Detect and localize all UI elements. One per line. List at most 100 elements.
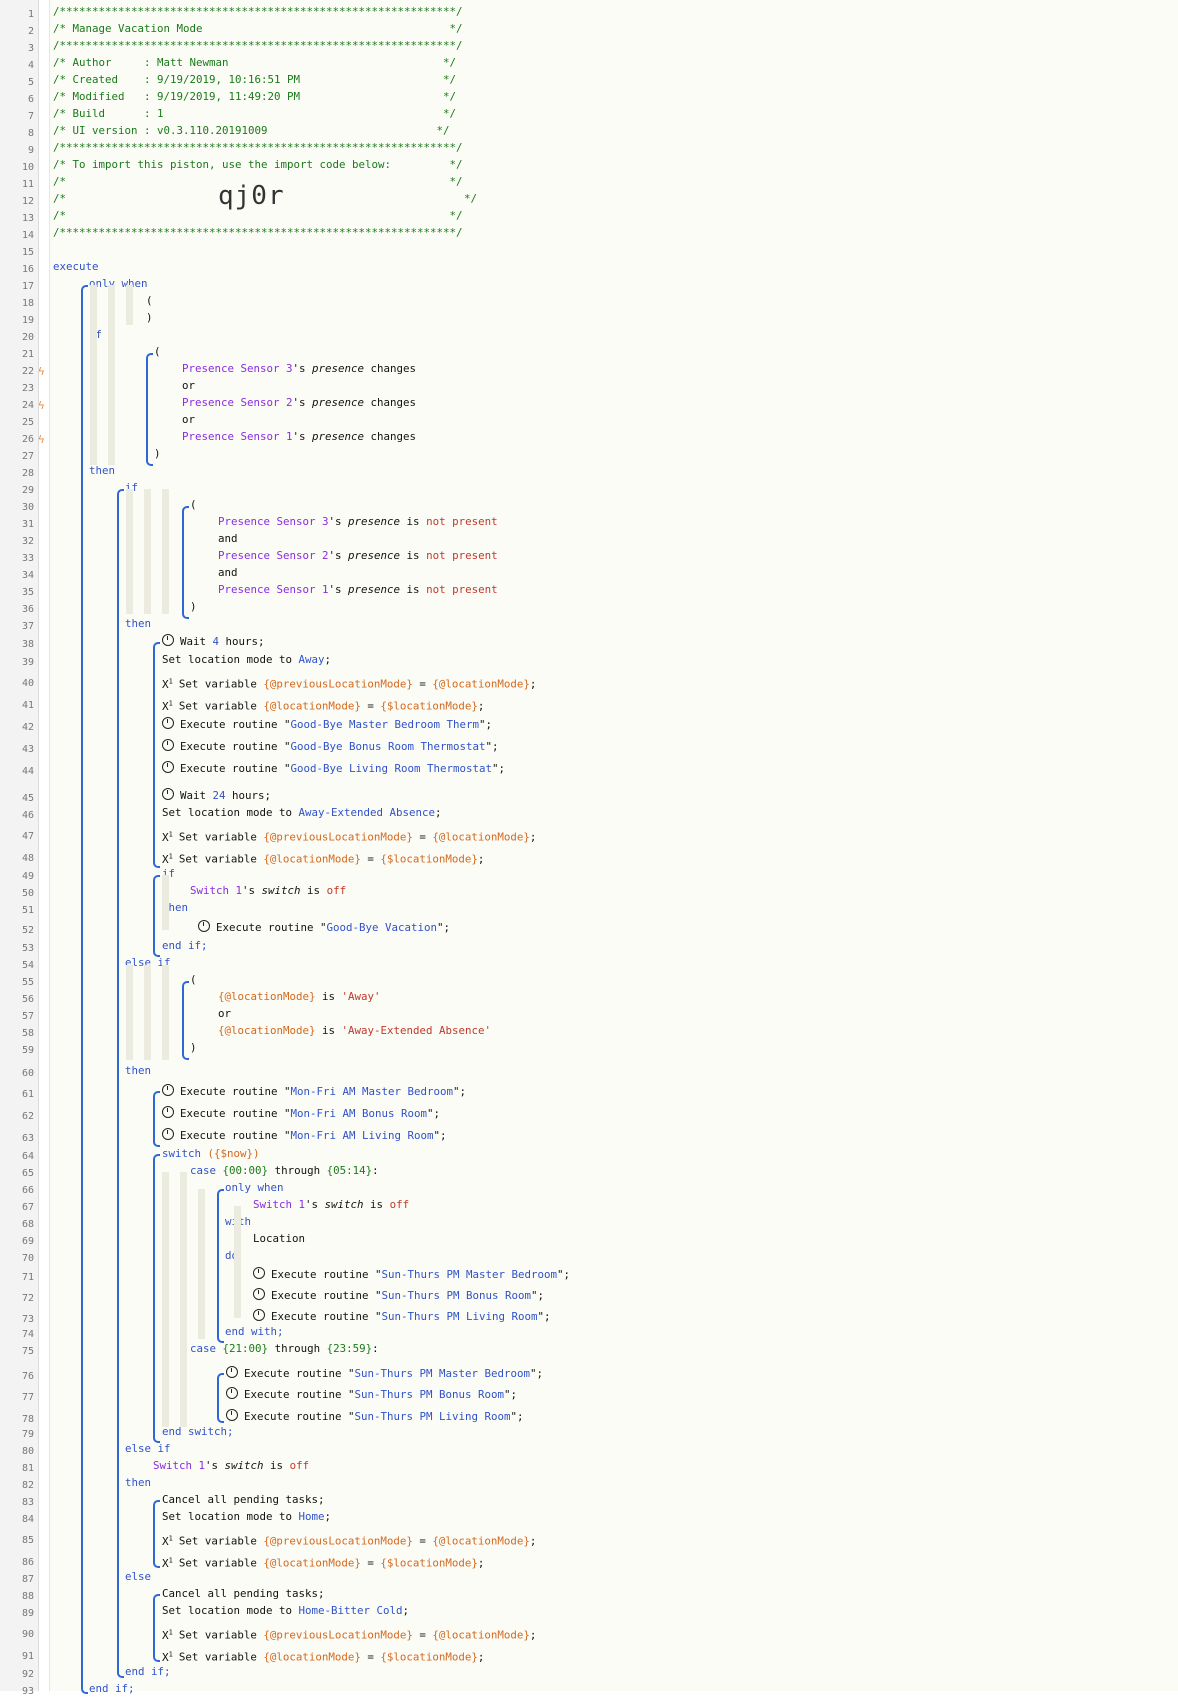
statement-text: "; — [485, 740, 499, 753]
condition-ps1-not-present[interactable]: Presence Sensor 1's presence is not pres… — [218, 582, 498, 598]
then-keyword[interactable]: then — [125, 617, 152, 630]
end-with-keyword[interactable]: end with; — [225, 1325, 284, 1338]
value: 'Away-Extended Absence' — [341, 1024, 492, 1037]
condition-switch-off[interactable]: Switch 1's switch is off — [153, 1458, 309, 1474]
end-switch-keyword[interactable]: end switch; — [162, 1425, 234, 1438]
device-switch-1[interactable]: Switch 1 — [190, 884, 243, 897]
exec-st-living[interactable]: Execute routine "Sun-Thurs PM Living Roo… — [253, 1309, 551, 1325]
variable-x1-icon: X1 — [162, 1650, 173, 1664]
line-number: 22 — [21, 366, 34, 377]
operator: is — [300, 884, 327, 897]
condition-ps2-changes[interactable]: Presence Sensor 2's presence changes — [182, 395, 416, 411]
line-number: 38 — [21, 639, 34, 650]
line-number: 21 — [21, 349, 34, 360]
condition-mode-away[interactable]: {@locationMode} is 'Away' — [218, 989, 381, 1005]
import-note: /* To import this piston, use the import… — [53, 158, 463, 171]
wait-24-hours[interactable]: Wait 24 hours; — [162, 788, 271, 804]
exec-st-bonus[interactable]: Execute routine "Sun-Thurs PM Bonus Room… — [226, 1387, 517, 1403]
then-keyword[interactable]: then — [89, 464, 116, 477]
set-mode-home[interactable]: Set location mode to Home; — [162, 1509, 331, 1525]
open-paren: ( — [154, 345, 161, 358]
condition-ps3-changes[interactable]: Presence Sensor 3's presence changes — [182, 361, 416, 377]
exec-gb-master[interactable]: Execute routine "Good-Bye Master Bedroom… — [162, 717, 492, 733]
condition-mode-away-extended[interactable]: {@locationMode} is 'Away-Extended Absenc… — [218, 1023, 491, 1039]
device-presence-sensor-2[interactable]: Presence Sensor 2 — [218, 549, 329, 562]
exec-st-living[interactable]: Execute routine "Sun-Thurs PM Living Roo… — [226, 1409, 524, 1425]
device-location[interactable]: Location — [253, 1232, 306, 1245]
device-switch-1[interactable]: Switch 1 — [153, 1459, 206, 1472]
operator: is — [315, 1024, 342, 1037]
then-keyword[interactable]: then — [125, 1064, 152, 1077]
wait-4-hours[interactable]: Wait 4 hours; — [162, 634, 265, 650]
exec-st-bonus[interactable]: Execute routine "Sun-Thurs PM Bonus Room… — [253, 1288, 544, 1304]
device-presence-sensor-2[interactable]: Presence Sensor 2 — [182, 396, 293, 409]
only-when-keyword[interactable]: only when — [89, 277, 148, 290]
statement-text: "; — [530, 1367, 544, 1380]
line-number: 3 — [27, 43, 34, 54]
comment-line: /***************************************… — [53, 141, 463, 154]
exec-gb-vacation[interactable]: Execute routine "Good-Bye Vacation"; — [198, 920, 450, 936]
exec-mf-master[interactable]: Execute routine "Mon-Fri AM Master Bedro… — [162, 1084, 466, 1100]
exec-gb-bonus[interactable]: Execute routine "Good-Bye Bonus Room The… — [162, 739, 499, 755]
indent-column — [162, 875, 169, 930]
statement-text: Execute routine " — [180, 1129, 291, 1142]
statement-text: Set location mode to — [162, 806, 299, 819]
condition-switch-off[interactable]: Switch 1's switch is off — [253, 1197, 409, 1213]
import-code[interactable]: qj0r — [218, 181, 285, 211]
device-switch-1[interactable]: Switch 1 — [253, 1198, 306, 1211]
line-number: 26 — [21, 434, 34, 445]
statement-text: Wait — [180, 635, 213, 648]
device-presence-sensor-1[interactable]: Presence Sensor 1 — [218, 583, 329, 596]
device-presence-sensor-3[interactable]: Presence Sensor 3 — [218, 515, 329, 528]
exec-st-master[interactable]: Execute routine "Sun-Thurs PM Master Bed… — [226, 1366, 543, 1382]
value: off — [326, 884, 347, 897]
else-keyword[interactable]: else — [125, 1570, 152, 1583]
routine-name: Sun-Thurs PM Living Room — [381, 1310, 538, 1323]
routine-name: Sun-Thurs PM Bonus Room — [354, 1388, 505, 1401]
exec-mf-bonus[interactable]: Execute routine "Mon-Fri AM Bonus Room"; — [162, 1106, 440, 1122]
set-mode-home-bitter-cold[interactable]: Set location mode to Home-Bitter Cold; — [162, 1603, 409, 1619]
author-line: /* Author : Matt Newman */ — [53, 56, 457, 69]
end-if-keyword[interactable]: end if; — [125, 1665, 171, 1678]
line-number: 61 — [21, 1089, 34, 1100]
exec-mf-living[interactable]: Execute routine "Mon-Fri AM Living Room"… — [162, 1128, 447, 1144]
condition-ps3-not-present[interactable]: Presence Sensor 3's presence is not pres… — [218, 514, 498, 530]
line-number: 15 — [21, 247, 34, 258]
then-keyword[interactable]: then — [125, 1476, 152, 1489]
condition-ps2-not-present[interactable]: Presence Sensor 2's presence is not pres… — [218, 548, 498, 564]
close-paren: ) — [190, 600, 197, 613]
device-presence-sensor-3[interactable]: Presence Sensor 3 — [182, 362, 293, 375]
case-21-23[interactable]: case {21:00} through {23:59}: — [190, 1341, 379, 1357]
case-00-05[interactable]: case {00:00} through {05:14}: — [190, 1163, 379, 1179]
execute-keyword[interactable]: execute — [53, 260, 99, 273]
statement-text: Set variable — [178, 1650, 264, 1664]
block-guide — [146, 353, 153, 466]
device-presence-sensor-1[interactable]: Presence Sensor 1 — [182, 430, 293, 443]
exec-gb-living[interactable]: Execute routine "Good-Bye Living Room Th… — [162, 761, 505, 777]
variable-x1-icon: X1 — [162, 1556, 173, 1570]
switch-statement[interactable]: switch ({$now}) — [162, 1146, 260, 1162]
condition-ps1-changes[interactable]: Presence Sensor 1's presence changes — [182, 429, 416, 445]
cancel-tasks[interactable]: Cancel all pending tasks; — [162, 1493, 325, 1506]
statement-text: "; — [504, 1388, 518, 1401]
end-if-keyword[interactable]: end if; — [162, 939, 208, 952]
set-mode-away-extended[interactable]: Set location mode to Away-Extended Absen… — [162, 805, 442, 821]
condition-switch-off[interactable]: Switch 1's switch is off — [190, 883, 346, 899]
else-if-keyword[interactable]: else if — [125, 1442, 171, 1455]
set-mode-away[interactable]: Set location mode to Away; — [162, 652, 331, 668]
only-when-keyword[interactable]: only when — [225, 1181, 284, 1194]
cancel-tasks[interactable]: Cancel all pending tasks; — [162, 1587, 325, 1600]
end-if-keyword[interactable]: end if; — [89, 1682, 135, 1695]
variable: {@locationMode} — [218, 1024, 316, 1037]
line-number: 4 — [27, 60, 34, 71]
comment-line: /***************************************… — [53, 39, 463, 52]
exec-st-master[interactable]: Execute routine "Sun-Thurs PM Master Bed… — [253, 1267, 570, 1283]
